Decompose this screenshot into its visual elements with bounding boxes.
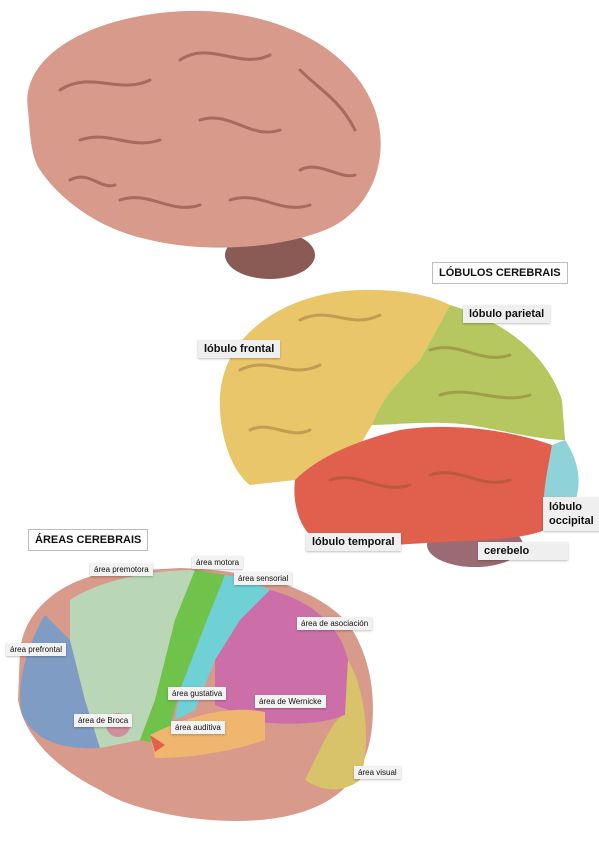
label-area-wernicke: área de Wernicke [255,695,326,708]
label-lobulo-frontal: lóbulo frontal [198,340,281,358]
label-area-auditiva: área auditiva [171,721,225,734]
label-area-premotora: área premotora [90,563,153,576]
label-lobulo-temporal: lóbulo temporal [306,533,401,551]
label-area-prefrontal: área prefrontal [6,643,67,656]
label-lobulo-occipital-line1: lóbulo [549,501,582,513]
lobulos-title: LÓBULOS CEREBRAIS [432,262,568,284]
label-lobulo-parietal: lóbulo parietal [463,305,551,323]
label-cerebelo: cerebelo [478,542,568,560]
areas-title: ÁREAS CEREBRAIS [28,529,149,551]
label-area-broca: área de Broca [74,714,133,727]
top-brain-illustration [27,10,381,279]
label-area-motora: área motora [192,556,244,569]
label-area-visual: área visual [354,766,401,779]
label-lobulo-occipital: lóbulo occipital [543,497,599,531]
label-area-gustativa: área gustativa [168,687,227,700]
label-area-sensorial: área sensorial [234,572,293,585]
lobes-brain-illustration [219,289,579,567]
label-area-asociacion: área de asociación [297,617,373,630]
label-lobulo-occipital-line2: occipital [549,515,594,527]
